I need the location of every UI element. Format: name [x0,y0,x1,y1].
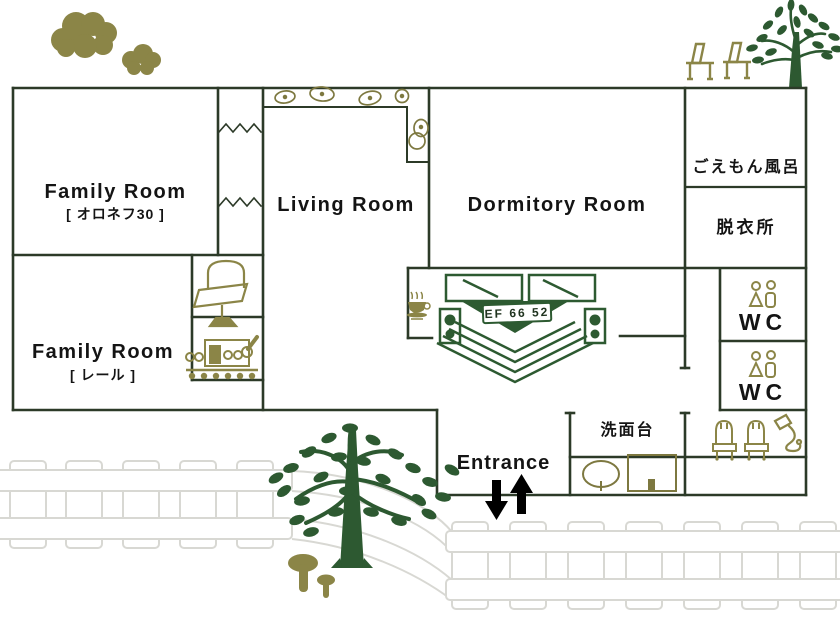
room-label-dressing: 脱衣所 [716,218,777,237]
room-label-family-oronef: Family Room [44,181,187,203]
room-label-wc-upper: WC [738,309,788,335]
entrance-label: Entrance [456,452,551,474]
restroom-figures-icon [748,280,776,308]
ladder-zigzag-icon [217,196,263,208]
square-sink-icon [627,454,677,492]
train-front-illustration [436,273,607,384]
stool-icon [712,419,769,461]
room-label-family-rail: Family Room [31,341,175,363]
room-label-wc-lower: WC [738,379,788,405]
ladder-zigzag-icon [217,122,263,134]
oval-sink-icon [582,460,620,491]
room-sublabel-family-rail: [ レール ] [69,367,137,383]
restroom-figures-icon [748,350,776,378]
train-nameplate: EF 66 52 [481,301,553,325]
room-label-living: Living Room [277,194,415,216]
railroad-track-left [0,460,293,549]
room-label-washstand: 洗面台 [600,422,655,439]
counter-stone-icon [274,86,429,150]
cloud-icon [51,12,161,75]
shower-hose-icon [773,413,803,453]
toy-train-icon [185,335,259,380]
tree-icon [746,0,840,88]
coffee-cup-icon [407,291,431,320]
mushroom-icon [288,554,335,598]
railroad-track-right [445,521,840,610]
entrance-up-arrow [510,474,533,514]
entrance-down-arrow [485,480,508,520]
garden-chair-icon [686,41,751,81]
office-chair-icon [192,259,249,328]
railroad-track-curve [291,470,453,601]
room-label-dormitory: Dormitory Room [467,194,647,216]
walls [11,86,808,497]
room-label-goemon-bath: ごえもん風呂 [692,159,801,176]
room-sublabel-family-oronef: [ オロネフ30 ] [66,206,165,222]
tree-icon [268,423,460,568]
